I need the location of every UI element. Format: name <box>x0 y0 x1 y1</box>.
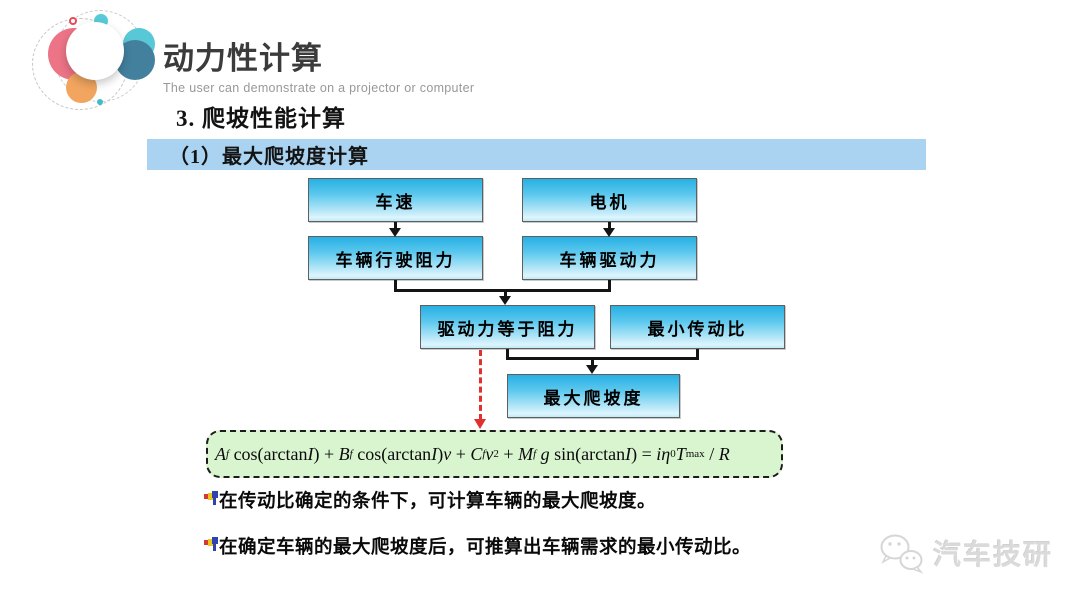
formula-segment: A <box>215 443 226 464</box>
formula-segment: f <box>533 448 537 460</box>
formula-segment: I <box>431 443 438 464</box>
formula-segment: cos(arctan <box>229 443 308 464</box>
flowchart-box-min-gear-ratio: 最小传动比 <box>610 305 785 349</box>
formula-segment: g <box>536 443 550 464</box>
arrowhead-icon <box>586 365 598 374</box>
connector-line <box>608 280 611 292</box>
multicolor-bullet-icon <box>204 491 219 507</box>
formula-segment: M <box>518 443 534 464</box>
formula-segment: + <box>451 443 471 464</box>
connector-line <box>506 349 509 360</box>
connector-line <box>591 357 594 366</box>
bullet-text: 在确定车辆的最大爬坡度后，可推算出车辆需求的最小传动比。 <box>219 538 752 558</box>
formula-segment: v <box>485 443 494 464</box>
flowchart-box-force-equals-resistance: 驱动力等于阻力 <box>420 305 595 349</box>
bullet-text: 在传动比确定的条件下，可计算车辆的最大爬坡度。 <box>219 492 657 512</box>
multicolor-bullet-icon <box>204 537 219 553</box>
formula-segment: R <box>718 443 730 464</box>
section-banner: （1）最大爬坡度计算 <box>147 139 926 170</box>
flowchart-box-motor: 电机 <box>522 178 697 222</box>
formula-segment: C <box>470 443 483 464</box>
formula-segment: max <box>685 448 705 460</box>
connector-line <box>394 280 397 292</box>
arrowhead-icon <box>389 228 401 237</box>
logo-circles-icon <box>20 6 162 110</box>
white-circle-icon <box>66 22 124 80</box>
formula-segment: 2 <box>493 448 499 460</box>
wechat-icon <box>880 534 924 574</box>
bullet-item: 在确定车辆的最大爬坡度后，可推算出车辆需求的最小传动比。 <box>204 533 751 559</box>
connector-line <box>608 222 611 229</box>
formula-segment: i <box>656 443 662 464</box>
teal-dot-icon <box>97 99 103 105</box>
formula-segment: / <box>704 443 719 464</box>
formula-segment: ) <box>437 443 444 464</box>
formula-segment: ) = <box>631 443 657 464</box>
formula-segment: v <box>443 443 452 464</box>
header: 动力性计算 The user can demonstrate on a proj… <box>163 33 474 95</box>
connector-line <box>504 289 507 298</box>
page-subtitle: The user can demonstrate on a projector … <box>163 81 475 95</box>
formula-segment: η <box>661 443 671 464</box>
red-dashed-connector <box>479 350 482 420</box>
bullet-item: 在传动比确定的条件下，可计算车辆的最大爬坡度。 <box>204 487 656 513</box>
watermark-text: 汽车技研 <box>933 539 1054 570</box>
connector-line <box>696 349 699 360</box>
flowchart-box-vehicle-speed: 车速 <box>308 178 483 222</box>
formula-segment: f <box>482 448 486 460</box>
flowchart-box-driving-resistance: 车辆行驶阻力 <box>308 236 483 280</box>
flowchart-box-drive-force: 车辆驱动力 <box>522 236 697 280</box>
formula-segment: I <box>307 443 314 464</box>
formula-segment: f <box>349 448 353 460</box>
formula-segment: cos(arctan <box>352 443 432 464</box>
formula-segment: ) + <box>313 443 339 464</box>
connector-line <box>394 222 397 229</box>
formula-segment: I <box>625 443 632 464</box>
connector-line <box>506 357 699 360</box>
page-title: 动力性计算 <box>163 41 323 76</box>
arrowhead-icon <box>603 228 615 237</box>
formula-segment: sin(arctan <box>549 443 626 464</box>
watermark: 汽车技研 <box>876 532 1053 574</box>
formula-segment: f <box>226 448 230 460</box>
formula-segment: B <box>338 443 350 464</box>
red-arrowhead-icon <box>474 419 486 429</box>
flowchart-box-max-gradeability: 最大爬坡度 <box>507 374 680 418</box>
formula-segment: 0 <box>670 448 676 460</box>
red-ring-icon <box>69 17 77 25</box>
formula-segment: T <box>675 443 686 464</box>
formula-segment: + <box>498 443 519 464</box>
section-heading: 3. 爬坡性能计算 <box>176 106 346 131</box>
connector-line <box>394 289 611 292</box>
arrowhead-icon <box>499 296 511 305</box>
